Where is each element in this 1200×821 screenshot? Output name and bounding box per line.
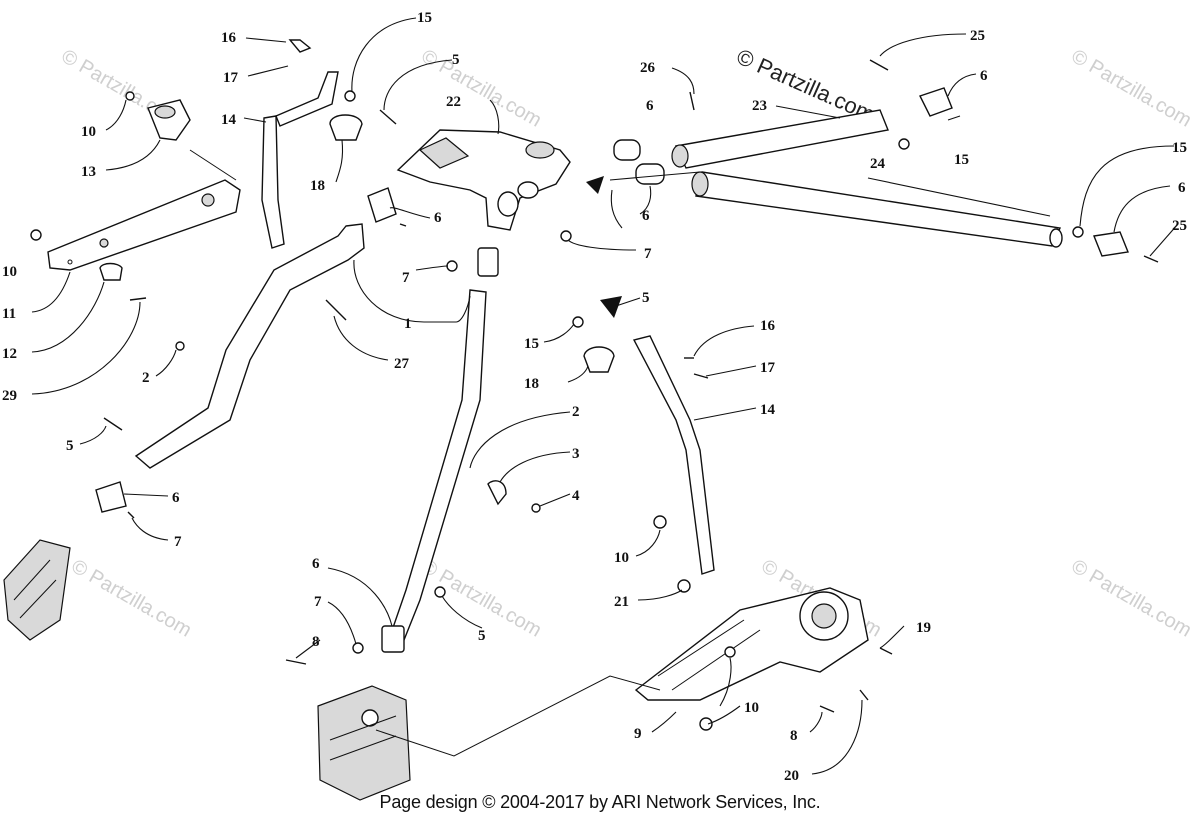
- callout-17-right: 17: [760, 360, 776, 376]
- frame-mount-right: [634, 587, 869, 701]
- clamp-18-right: [583, 346, 615, 373]
- leader-lines: [31, 17, 1179, 775]
- watermark-7: © Partzilla.com: [1068, 555, 1196, 641]
- cap-6-mid-2: [635, 163, 665, 185]
- callout-5-top: 5: [452, 52, 460, 68]
- cap-6-right-top: [919, 87, 953, 117]
- callout-7-bottom: 7: [314, 594, 322, 610]
- clip-3: [487, 480, 507, 506]
- frame-bracket-center: [317, 685, 411, 801]
- steering-head-22: [396, 129, 571, 231]
- arrow-markers: [586, 176, 622, 318]
- callout-10-topleft: 10: [81, 124, 96, 140]
- watermark-4: © Partzilla.com: [68, 555, 196, 641]
- callout-23: 23: [752, 98, 767, 114]
- callout-25-right: 25: [1172, 218, 1187, 234]
- callout-labels: 15 16 17 5 14 22 18 10 13 6 26 25 23 24 …: [2, 10, 1187, 784]
- callout-3: 3: [572, 446, 580, 462]
- callout-10-right: 10: [614, 550, 629, 566]
- callout-2-right: 2: [572, 404, 580, 420]
- collar-6-bottom: [381, 625, 405, 653]
- callout-6-rightend: 6: [1178, 180, 1186, 196]
- footer-credit: Page design © 2004-2017 by ARI Network S…: [379, 792, 821, 812]
- strap-14-right: [632, 335, 715, 575]
- collar-6-center: [477, 247, 499, 277]
- callout-6-bottom: 6: [312, 556, 320, 572]
- callout-29: 29: [2, 388, 17, 404]
- callout-7-right: 7: [644, 246, 652, 262]
- cap-6-mid-1: [613, 139, 641, 161]
- strap-14-left: [261, 71, 339, 249]
- tube-1-left: [134, 223, 365, 469]
- callout-14-left: 14: [221, 112, 237, 128]
- callout-27: 27: [394, 356, 410, 372]
- callout-12: 12: [2, 346, 17, 362]
- clamp-12: [99, 262, 123, 281]
- callout-8-left: 8: [312, 634, 320, 650]
- assembly-lines: [189, 115, 961, 757]
- callout-15-top: 15: [417, 10, 432, 26]
- frame-bracket-left: [3, 539, 71, 641]
- callout-6-right-top: 6: [980, 68, 988, 84]
- callout-2-left: 2: [142, 370, 150, 386]
- callout-1: 1: [404, 316, 412, 332]
- cap-6-right-end: [1093, 231, 1129, 257]
- callout-19: 19: [916, 620, 931, 636]
- callout-20: 20: [784, 768, 799, 784]
- watermark-2: © Partzilla.com: [418, 45, 546, 131]
- callout-4: 4: [572, 488, 580, 504]
- callout-5-center: 5: [478, 628, 486, 644]
- callout-9: 9: [634, 726, 642, 742]
- callout-11: 11: [2, 306, 16, 322]
- callout-15-mid: 15: [954, 152, 969, 168]
- callout-13: 13: [81, 164, 96, 180]
- callout-26: 26: [640, 60, 656, 76]
- bar-23: [671, 109, 889, 169]
- callout-8-right: 8: [790, 728, 798, 744]
- callout-5-left: 5: [66, 438, 74, 454]
- callout-6-mid-b: 6: [642, 208, 650, 224]
- callout-24: 24: [870, 156, 886, 172]
- callout-7-mid: 7: [402, 270, 410, 286]
- callout-10-left: 10: [2, 264, 17, 280]
- callout-15-rightmid: 15: [524, 336, 539, 352]
- fasteners: [30, 39, 1159, 731]
- collar-6-left-bottom: [95, 481, 127, 513]
- callout-5-right: 5: [642, 290, 650, 306]
- callout-10-bottom: 10: [744, 700, 759, 716]
- callout-6-leftmid: 6: [434, 210, 442, 226]
- callout-15-right: 15: [1172, 140, 1187, 156]
- callout-16-top: 16: [221, 30, 237, 46]
- callout-21: 21: [614, 594, 629, 610]
- collar-6-left-top: [367, 187, 397, 223]
- clamp-18-top: [329, 114, 363, 141]
- callout-22: 22: [446, 94, 461, 110]
- callout-14-right: 14: [760, 402, 776, 418]
- callout-6-left: 6: [172, 490, 180, 506]
- bar-24: [691, 171, 1063, 248]
- callout-7-left: 7: [174, 534, 182, 550]
- callout-16-right: 16: [760, 318, 776, 334]
- callout-18-top: 18: [310, 178, 325, 194]
- callout-25-top: 25: [970, 28, 985, 44]
- bracket-13: [147, 99, 191, 141]
- callout-6-mid-a: 6: [646, 98, 654, 114]
- watermark-3: © Partzilla.com: [1068, 45, 1196, 131]
- callout-18-right: 18: [524, 376, 539, 392]
- callout-17-top: 17: [223, 70, 239, 86]
- plate-11: [47, 179, 241, 271]
